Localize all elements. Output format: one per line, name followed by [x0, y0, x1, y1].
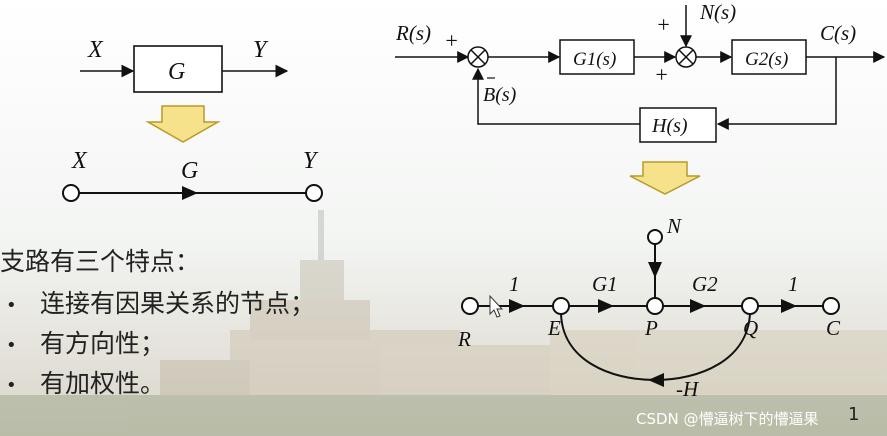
- feature-item-3: 有加权性。: [40, 369, 165, 398]
- gain-qc-label: 1: [788, 272, 799, 296]
- feature-item-1: 连接有因果关系的节点；: [40, 289, 315, 318]
- node-n-label: N: [666, 214, 682, 238]
- right-signal-flow-graph: R E P Q C N 1 G1 G2 1 -H: [457, 214, 841, 401]
- feedback-arrowhead: [648, 373, 664, 387]
- right-input-label: R(s): [395, 21, 431, 45]
- g2-label: G2(s): [745, 49, 788, 70]
- node-e: [552, 297, 570, 315]
- left-node-y: [305, 184, 323, 202]
- h-label: H(s): [651, 115, 688, 137]
- plus-sign-2: +: [656, 12, 671, 37]
- gain-ep-label: G1: [592, 272, 618, 296]
- gain-pq-label: G2: [692, 272, 718, 296]
- conversion-arrow-left: [145, 105, 221, 143]
- node-c: [822, 297, 840, 315]
- left-branch-arrowhead: [182, 186, 198, 200]
- left-block-diagram: X G Y: [80, 37, 289, 93]
- plus-sign-1: +: [444, 28, 459, 53]
- node-e-label: E: [547, 316, 561, 340]
- node-r-label: R: [457, 327, 471, 351]
- left-g-block: [133, 45, 223, 93]
- node-p: [646, 297, 664, 315]
- node-r: [461, 297, 479, 315]
- g1-label: G1(s): [573, 49, 616, 70]
- left-node-x: [62, 184, 80, 202]
- feedback-path-to-h: [716, 57, 837, 130]
- feedback-path-to-sum: [472, 67, 640, 125]
- n-branch-arrowhead: [648, 262, 662, 278]
- gain-feedback-label: -H: [676, 377, 700, 401]
- node-p-label: P: [644, 316, 658, 340]
- feature-list: 支路有三个特点： • 连接有因果关系的节点； • 有方向性； • 有加权性。: [0, 247, 315, 398]
- bullet-1: •: [6, 295, 17, 316]
- feature-heading: 支路有三个特点：: [0, 247, 200, 276]
- background-buildings: [0, 210, 887, 436]
- plus-sign-3: +: [654, 62, 669, 87]
- mouse-cursor-icon: [489, 294, 504, 318]
- left-branch-label: G: [181, 158, 198, 184]
- conversion-arrow-right: [629, 161, 701, 195]
- left-node-x-label: X: [71, 148, 88, 174]
- left-input-label: X: [87, 37, 104, 63]
- bullet-3: •: [6, 375, 17, 396]
- ep-arrowhead: [598, 299, 614, 313]
- left-block-label: G: [168, 59, 185, 85]
- disturbance-label: N(s): [699, 0, 736, 24]
- bullet-2: •: [6, 335, 17, 356]
- feature-item-2: 有方向性；: [40, 329, 165, 358]
- summing-junction-1: [467, 46, 489, 68]
- left-output-label: Y: [253, 37, 269, 63]
- node-q-label: Q: [743, 316, 758, 340]
- re-arrowhead: [509, 299, 525, 313]
- right-output-label: C(s): [820, 21, 856, 45]
- left-node-y-label: Y: [303, 148, 319, 174]
- pq-arrowhead: [690, 299, 706, 313]
- node-n: [647, 229, 663, 245]
- gain-re-label: 1: [509, 272, 520, 296]
- h-block: [639, 107, 717, 143]
- left-signal-flow-graph: X G Y: [62, 148, 323, 202]
- csdn-watermark: CSDN @懵逼树下的懵逼果: [636, 410, 819, 428]
- right-block-diagram: R(s) + + + N(s) B(s) G1(s) G2(s) H(s) C(…: [395, 0, 886, 143]
- node-q: [741, 297, 759, 315]
- qc-arrowhead: [781, 299, 797, 313]
- node-c-label: C: [826, 316, 841, 340]
- page-number: 1: [848, 404, 859, 425]
- g2-block: [731, 39, 807, 75]
- feedback-label: B(s): [483, 84, 517, 106]
- summing-junction-2: [675, 46, 697, 68]
